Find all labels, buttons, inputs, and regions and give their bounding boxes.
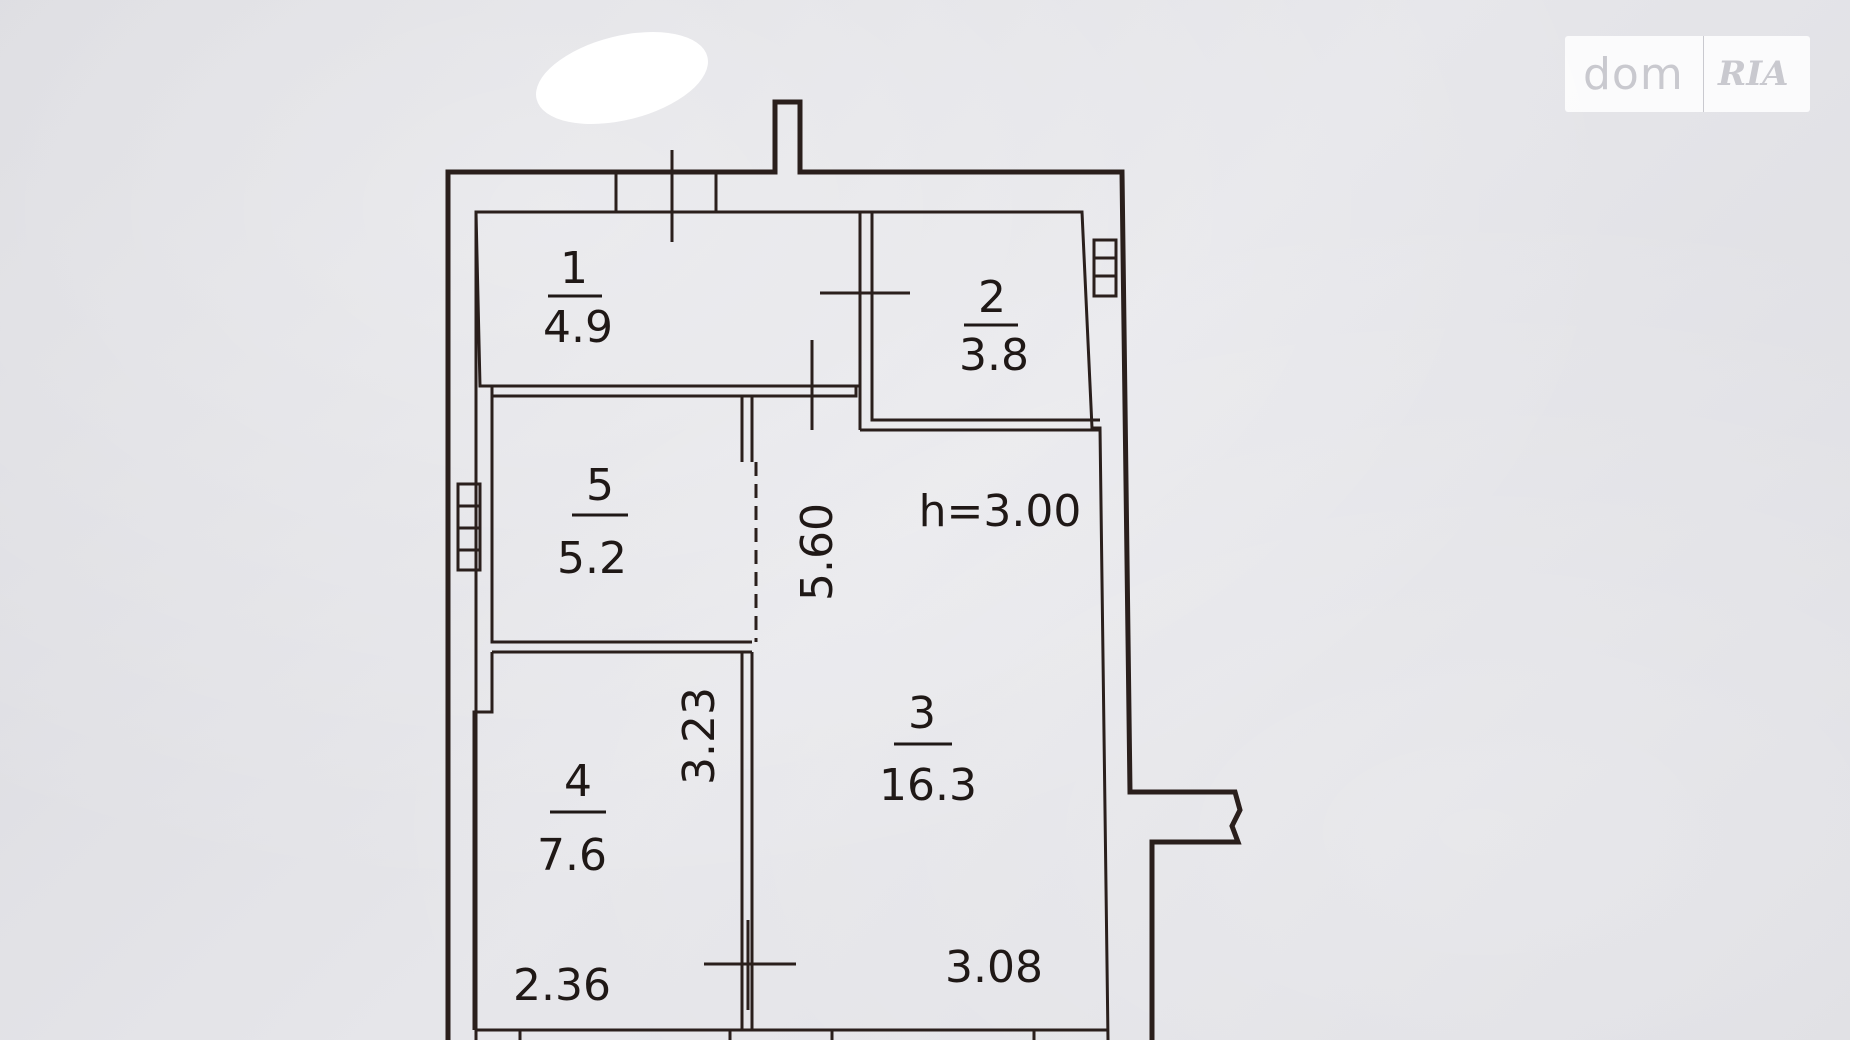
room-4-label: 4 7.6 (537, 756, 607, 881)
watermark-dom-text: dom (1583, 48, 1684, 100)
dimension-room4-width: 2.36 (513, 960, 611, 1011)
openings (456, 150, 1118, 1040)
room-2-label: 2 3.8 (959, 272, 1029, 381)
dimension-room4-length: 3.23 (674, 687, 725, 785)
room-1-number: 1 (560, 243, 588, 294)
watermark-divider (1703, 36, 1704, 112)
room-2-number: 2 (978, 272, 1006, 323)
room-3-area: 16.3 (879, 760, 977, 811)
room-5-label: 5 5.2 (557, 460, 628, 584)
room-5-number: 5 (586, 460, 614, 511)
room-4-walls (472, 652, 754, 1030)
dom-ria-watermark: dom RIA (1565, 36, 1810, 112)
ceiling-height-label: h=3.00 (919, 486, 1082, 537)
room-5-area: 5.2 (557, 533, 627, 584)
dimension-corridor-length: 5.60 (792, 503, 843, 601)
dimension-room3-width: 3.08 (945, 942, 1043, 993)
redaction-blot (536, 32, 708, 124)
room-2-walls (858, 210, 1100, 432)
room-3-label: 3 16.3 (879, 688, 977, 811)
room-4-area: 7.6 (537, 830, 607, 881)
room-3-number: 3 (908, 688, 936, 739)
room-5-walls (490, 396, 758, 654)
room-1-walls (474, 210, 862, 398)
room-1-label: 1 4.9 (543, 243, 613, 353)
watermark-ria-text: RIA (1718, 54, 1789, 94)
room-4-number: 4 (564, 756, 592, 807)
room-2-area: 3.8 (959, 330, 1029, 381)
room-1-area: 4.9 (543, 302, 613, 353)
